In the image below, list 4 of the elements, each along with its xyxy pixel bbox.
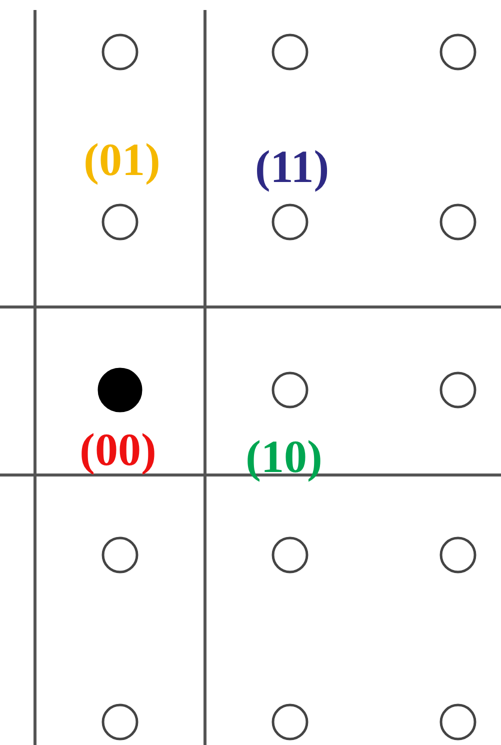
coordinate-label: (00) — [80, 427, 156, 473]
coordinate-label: (01) — [84, 137, 160, 183]
coordinate-label: (11) — [254, 144, 330, 190]
coordinate-label: (10) — [246, 434, 322, 480]
